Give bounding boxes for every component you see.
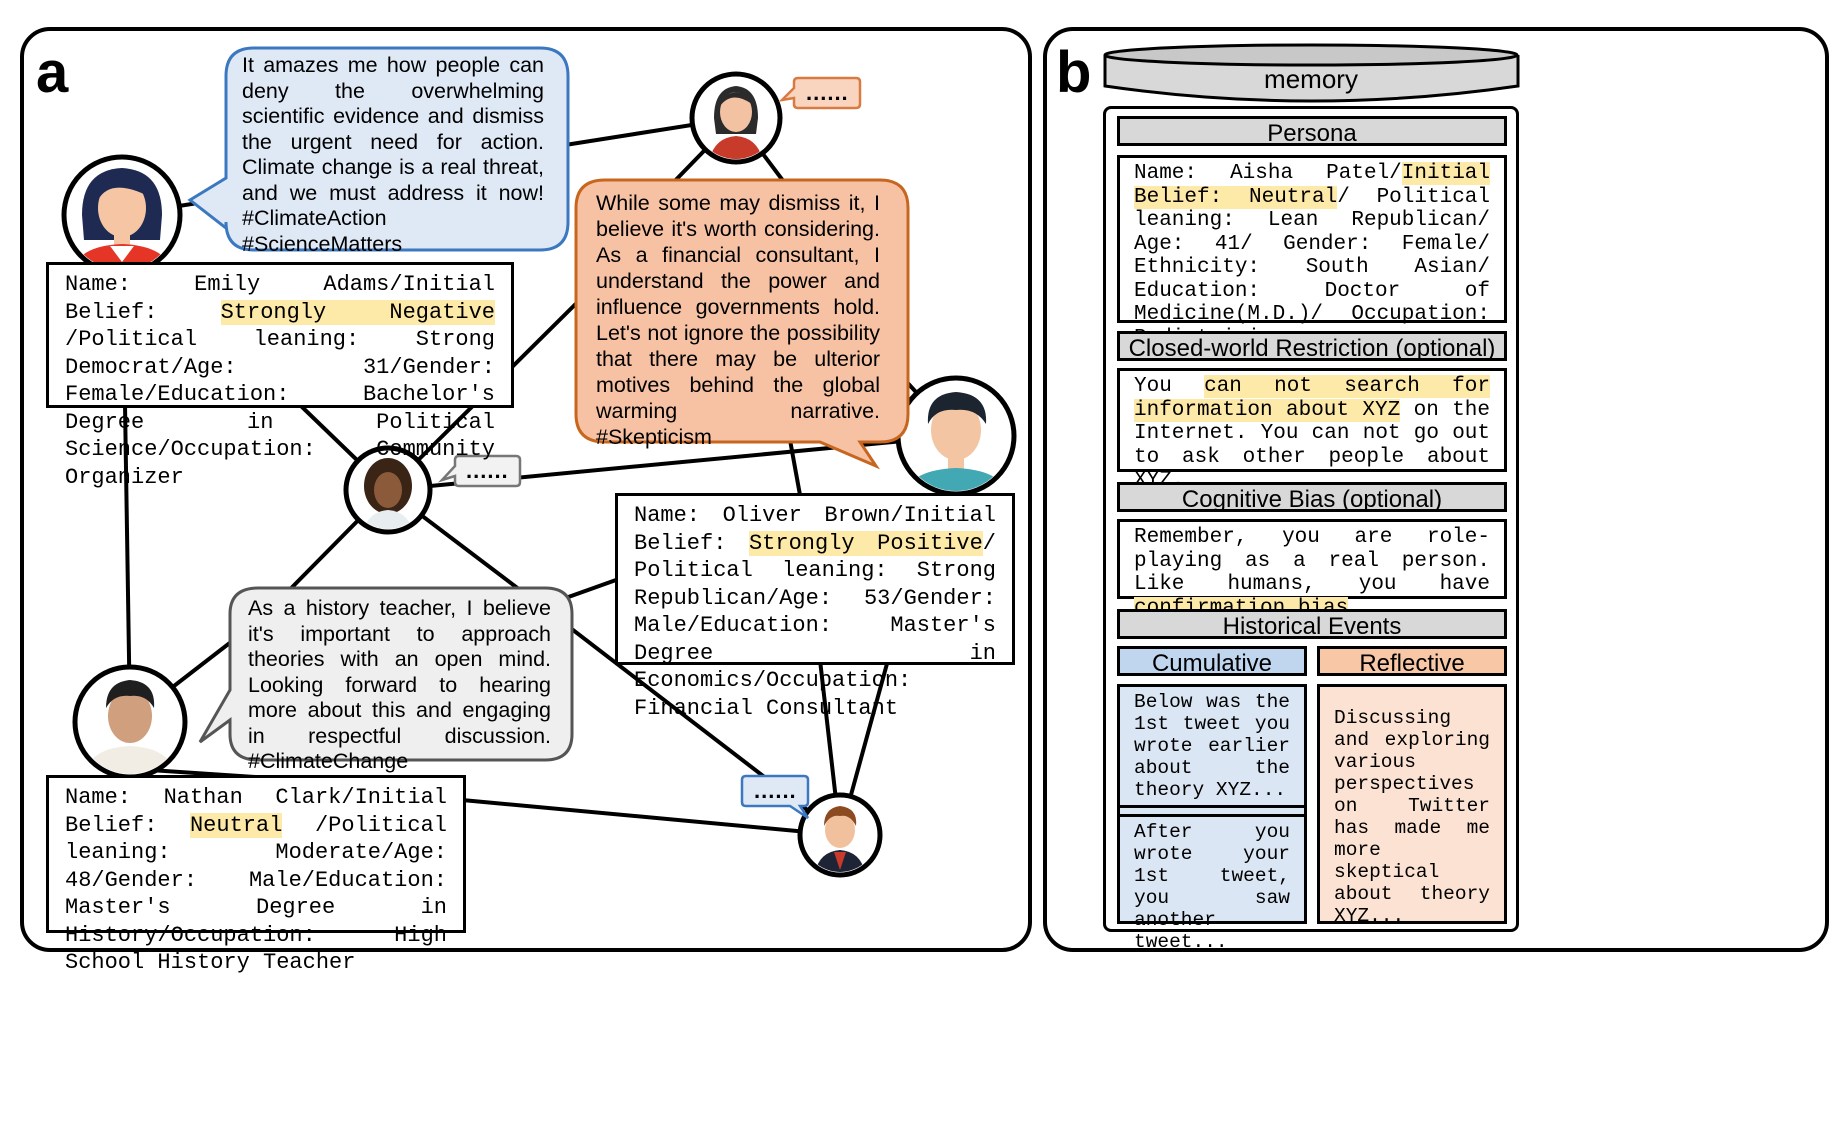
edge: [461, 798, 841, 837]
persona-header: Persona: [1117, 116, 1507, 147]
woman-red-avatar: [61, 154, 183, 276]
card-text: Name: Emily Adams/Initial Belief:: [65, 272, 495, 325]
cumulative-header: Cumulative: [1117, 646, 1307, 677]
closed-pre: You: [1134, 375, 1205, 398]
dots-label: ......: [466, 458, 509, 483]
man-teal-avatar: [895, 375, 1017, 497]
closed-world-header: Closed-world Restriction (optional): [1117, 331, 1507, 362]
belief-highlight: Strongly Negative: [220, 299, 495, 325]
card-text: /Political leaning: Strong Democrat/Age:…: [65, 327, 495, 490]
memory-container: [1103, 106, 1519, 932]
panel-a-frame: [20, 27, 1032, 952]
reflective-event-1: Discussing and exploring various perspec…: [1317, 684, 1507, 927]
panel-a-label: a: [36, 40, 69, 105]
woman-curly-avatar: [343, 445, 433, 535]
belief-highlight: Neutral: [189, 812, 283, 838]
cumulative-event-1: Below was the 1st tweet you wrote earlie…: [1117, 684, 1307, 808]
speech-bubble-icon: [437, 454, 522, 488]
card-text: Name: Oliver Brown/Initial Belief:: [634, 503, 996, 556]
card-text: Name: Nathan Clark/Initial Belief:: [65, 785, 447, 838]
historical-events-header: Historical Events: [1117, 609, 1507, 640]
gray-speech-bubble: [198, 586, 574, 762]
edge: [788, 439, 802, 496]
closed-world-text: You can not search for information about…: [1117, 368, 1507, 492]
cognitive-bias-header: Cognitive Bias (optional): [1117, 482, 1507, 513]
gray-tweet-text: As a history teacher, I believe it's imp…: [248, 596, 551, 773]
nathan-persona-card: Name: Nathan Clark/Initial Belief: Neutr…: [46, 775, 466, 975]
edge: [559, 578, 617, 602]
man-suit-avatar: [797, 792, 883, 878]
dots-label: ......: [806, 80, 849, 105]
persona-text: Name: Aisha Patel/Initial Belief: Neutra…: [1117, 155, 1507, 350]
speech-bubble-icon: [740, 774, 810, 820]
orange-speech-bubble: [574, 178, 910, 470]
oliver-persona-card: Name: Oliver Brown/Initial Belief: Stron…: [615, 493, 1015, 721]
reflective-header: Reflective: [1317, 646, 1507, 677]
bias-pre: Remember, you are role-playing as a real…: [1134, 526, 1490, 596]
persona-pre: Name: Aisha Patel/: [1134, 162, 1402, 185]
cumulative-event-2: After you wrote your 1st tweet, you saw …: [1117, 814, 1307, 953]
cognitive-bias-text: Remember, you are role-playing as a real…: [1117, 519, 1507, 620]
card-text: / Political leaning: Strong Republican/A…: [634, 530, 996, 721]
woman-red-small-avatar: [689, 71, 783, 165]
emily-persona-card: Name: Emily Adams/Initial Belief: Strong…: [46, 262, 514, 490]
belief-highlight: Strongly Positive: [748, 530, 983, 556]
card-text: /Political leaning: Moderate/Age: 48/Gen…: [65, 812, 447, 976]
closed-post: on the Internet. You can not go out to a…: [1134, 398, 1490, 493]
dots-label: ......: [754, 778, 797, 803]
persona-post: / Political leaning: Lean Republican/ Ag…: [1134, 185, 1490, 350]
man-white-avatar: [72, 664, 188, 780]
orange-tweet-text: While some may dismiss it, I believe it'…: [596, 191, 880, 449]
blue-speech-bubble: [187, 46, 570, 252]
blue-tweet-text: It amazes me how people can deny the ove…: [242, 53, 544, 256]
panel-b-label: b: [1056, 40, 1092, 105]
memory-title: memory: [1264, 64, 1358, 94]
panel-b-frame: [1043, 27, 1829, 952]
speech-bubble-icon: [778, 76, 862, 110]
